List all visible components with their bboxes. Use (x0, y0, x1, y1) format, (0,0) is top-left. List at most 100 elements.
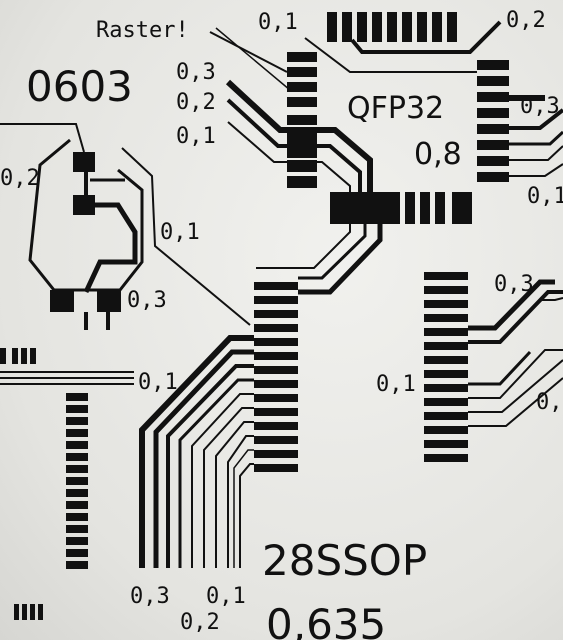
ssop-fanout (153, 349, 254, 568)
qfp-pad (287, 176, 317, 188)
ssop-pad (254, 324, 298, 332)
edge-pad (66, 453, 88, 461)
diag-trace (121, 147, 251, 326)
qfp-pad (327, 12, 337, 42)
edge-pad (21, 348, 27, 364)
qfp-pad (287, 67, 317, 77)
edge-pad (38, 604, 43, 620)
edge-pad (0, 348, 6, 364)
ssop-pad (254, 380, 298, 388)
qfp-pad (287, 97, 317, 107)
width-label: 0, (536, 390, 563, 415)
ssop-pad (424, 412, 468, 420)
width-label: 0,3 (127, 288, 167, 313)
qfp-pad (287, 82, 317, 92)
edge-pad (66, 561, 88, 569)
edge-pad (30, 604, 35, 620)
ssop-fanout (239, 463, 254, 568)
qfp-pad (287, 115, 317, 125)
ssop-pad (254, 408, 298, 416)
qfp-pad (447, 12, 457, 42)
qfp-pad (287, 52, 317, 62)
ssop-pad (424, 440, 468, 448)
ssop-pad (254, 338, 298, 346)
ssop-pad (424, 342, 468, 350)
ssop-pad (254, 310, 298, 318)
width-label: 0,2 (0, 166, 40, 191)
edge-pad (66, 489, 88, 497)
edge-pad (66, 501, 88, 509)
qfp-pad (405, 192, 415, 224)
width-label: 0,3 (494, 272, 534, 297)
ssop-pad (254, 282, 298, 290)
qfp-pad (342, 12, 352, 42)
qfp-pad (477, 140, 509, 150)
ssop-pad (254, 422, 298, 430)
ssop-fanout (215, 421, 254, 568)
qfp-leader (304, 37, 477, 73)
qfp-ssop-trace (298, 222, 367, 280)
qfp-pad (477, 172, 509, 182)
qfp-leader (350, 20, 502, 54)
ssop-fanout (166, 364, 254, 568)
width-label: 0,1 (176, 124, 216, 149)
ssop-pad (424, 370, 468, 378)
ssop-fanout (203, 407, 254, 568)
ssop-pad (424, 356, 468, 364)
qfp-pad (372, 12, 382, 42)
qfp-pad (452, 192, 472, 224)
qfp-pad (477, 92, 509, 102)
qfp-pad (432, 12, 442, 42)
qfp-pad (357, 12, 367, 42)
package-0603-label: 0603 (26, 62, 133, 111)
ssop-pad (424, 300, 468, 308)
qfp-pad (417, 12, 427, 42)
ssop-fanout (233, 449, 254, 568)
qfp-pad (477, 156, 509, 166)
edge-pad (12, 348, 18, 364)
qfp-pad (387, 12, 397, 42)
ssop-fanout (468, 359, 563, 413)
raster-lead (209, 31, 288, 73)
width-label: 0,1 (206, 584, 246, 609)
edge-pad (66, 537, 88, 545)
ssop-pad (424, 454, 468, 462)
width-label: 0,1 (138, 370, 178, 395)
package-qfp32-label: QFP32 (347, 91, 445, 126)
width-label: 0,1 (160, 220, 200, 245)
qfp-ssop-trace (256, 222, 351, 269)
edge-pad (14, 604, 19, 620)
edge-pad (66, 429, 88, 437)
ssop-fanout (139, 335, 254, 568)
qfp-pad (477, 60, 509, 70)
width-label: 0,3 (520, 94, 560, 119)
qfp-pad (477, 108, 509, 118)
width-label: 0,3 (176, 60, 216, 85)
edge-pad (66, 525, 88, 533)
edge-pad (66, 405, 88, 413)
qfp-ssop-trace (298, 222, 383, 295)
ssop-pad (424, 314, 468, 322)
ssop-pitch-label: 0,635 (266, 600, 387, 640)
0603-pad (73, 152, 95, 172)
edge-pad (66, 477, 88, 485)
qfp-pad (435, 192, 445, 224)
0603-trace (83, 202, 138, 294)
ssop-fanout (540, 297, 563, 301)
ssop-pad (424, 426, 468, 434)
0603-pad (50, 290, 74, 312)
ssop-pad (424, 272, 468, 280)
qfp-pad (420, 192, 430, 224)
ssop-pad (424, 286, 468, 294)
qfp-trace (509, 130, 563, 146)
width-label: 0,2 (506, 8, 546, 33)
qfp-pad-block (330, 192, 400, 224)
qfp-trace (509, 108, 563, 130)
ssop-pad (254, 352, 298, 360)
edge-pad (66, 465, 88, 473)
raster-label: Raster! (96, 18, 189, 43)
width-label: 0,3 (130, 584, 170, 609)
width-label: 0,1 (258, 10, 298, 35)
